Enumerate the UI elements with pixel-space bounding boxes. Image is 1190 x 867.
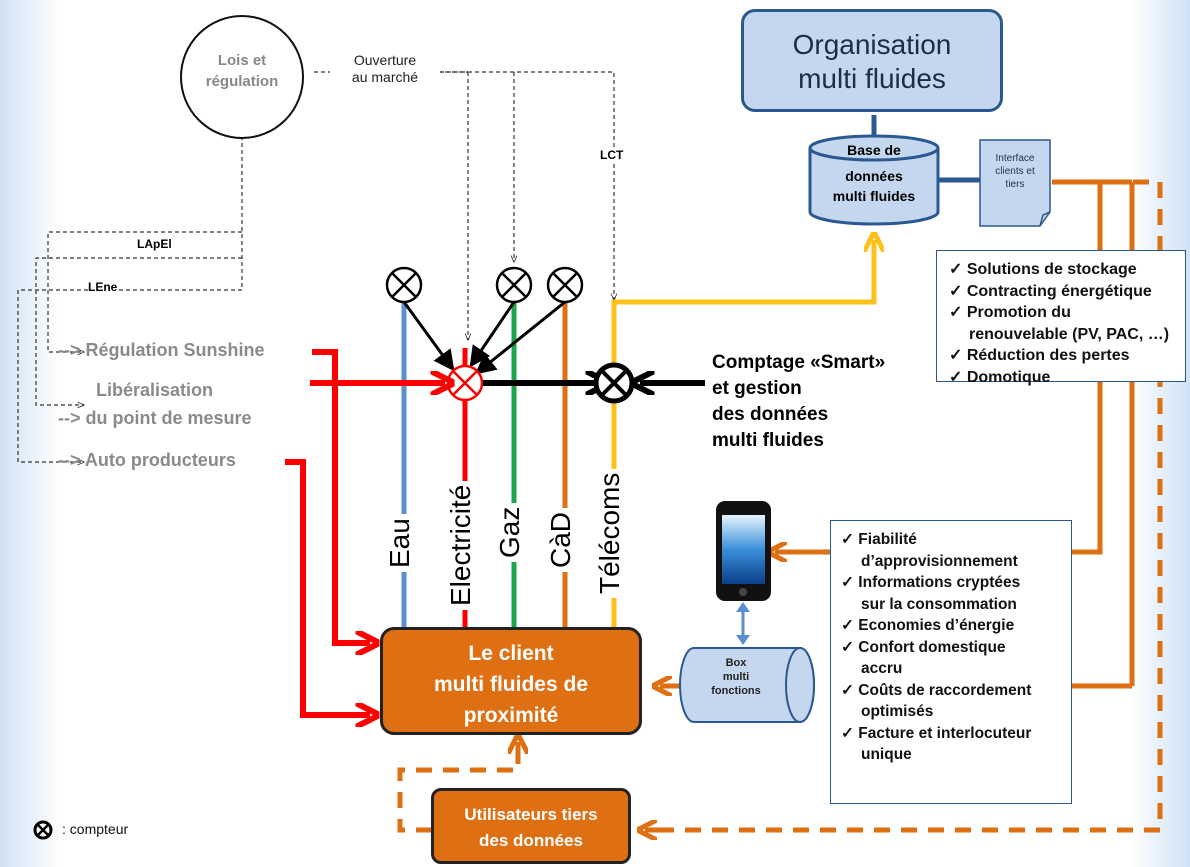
benefit-item: ✓ Coûts de raccordement [841, 681, 1032, 699]
benefit-item: ✓ Fiabilité [841, 531, 917, 548]
interface-line1: Interface [995, 153, 1035, 164]
organisation-line2: multi fluides [798, 63, 946, 94]
lois-line2: régulation [205, 73, 279, 90]
regulation-sunshine: --> Régulation Sunshine [58, 340, 265, 360]
benefit-item: sur la consommation [861, 595, 1017, 613]
lene-label: LEne [88, 280, 118, 294]
fluid-label-gaz: Gaz [494, 502, 526, 562]
services-list: ✓ Solutions de stockage ✓ Contracting én… [936, 250, 1186, 386]
box-line3: fonctions [711, 685, 761, 697]
box-multifonctions: Box multi fonctions [690, 656, 782, 698]
auto-producteurs: --> Auto producteurs [58, 450, 236, 470]
comptage-line4: multi fluides [712, 430, 824, 451]
interface-document: Interface clients et tiers [982, 152, 1048, 191]
database-label: Base de données multi fluides [812, 140, 936, 206]
service-item: ✓ Solutions de stockage [949, 261, 1137, 278]
organisation-line1: Organisation [792, 29, 952, 60]
fluid-label-telecoms: Télécoms [594, 468, 626, 598]
lct-label: LCT [600, 148, 624, 162]
liberalisation-line1: Libéralisation [96, 380, 214, 400]
interface-line3: tiers [1005, 179, 1025, 190]
lapel-label: LApEl [137, 237, 172, 251]
comptage-smart-label: Comptage «Smart» et gestion des données … [712, 350, 885, 454]
liberalisation-line2: --> du point de mesure [58, 408, 252, 428]
tiers-line2: des données [479, 831, 583, 850]
ouverture-line1: Ouverture [353, 52, 417, 68]
service-item: ✓ Domotique [949, 368, 1051, 386]
comptage-line1: Comptage «Smart» [712, 352, 886, 373]
database-line2: données [845, 168, 903, 184]
fluid-label-electricite: Electricité [445, 480, 477, 610]
ouverture-line2: au marché [351, 69, 419, 85]
service-item: ✓ Contracting énergétique [949, 282, 1152, 300]
client-line1: Le client [468, 642, 554, 665]
legend-text: : compteur [62, 821, 129, 837]
legend-compteur: : compteur [62, 821, 128, 837]
service-item: ✓ Promotion du [949, 304, 1071, 321]
box-line1: Box [725, 657, 747, 669]
fluid-label-cad: CàD [545, 507, 577, 572]
client-line2: multi fluides de [433, 673, 588, 696]
box-line2: multi [722, 671, 750, 683]
benefit-item: unique [861, 746, 912, 763]
organisation-box: Organisation multi fluides [741, 9, 1003, 112]
comptage-line3: des données [712, 404, 829, 425]
utilisateurs-tiers-box: Utilisateurs tiers des données [431, 788, 631, 864]
database-line1: Base de [847, 142, 901, 158]
tiers-line1: Utilisateurs tiers [464, 805, 598, 824]
service-item: renouvelable (PV, PAC, …) [969, 325, 1170, 343]
lois-line1: Lois et [217, 52, 267, 69]
benefit-item: ✓ Facture et interlocuteur [841, 724, 1032, 742]
database-line3: multi fluides [832, 188, 916, 204]
interface-line2: clients et [995, 166, 1035, 177]
service-item: ✓ Réduction des pertes [949, 347, 1130, 364]
client-line3: proximité [463, 704, 559, 727]
benefit-item: ✓ Informations cryptées [841, 574, 1021, 591]
benefits-list: ✓ Fiabilité d’approvisionnement ✓ Inform… [830, 520, 1072, 804]
comptage-line2: et gestion [712, 378, 802, 399]
benefit-item: d’approvisionnement [861, 552, 1018, 570]
fluid-label-eau: Eau [384, 514, 416, 572]
benefit-item: optimisés [861, 703, 934, 720]
lois-regulation-circle: Lois et régulation [182, 50, 302, 92]
client-box: Le client multi fluides de proximité [380, 627, 642, 735]
benefit-item: accru [861, 660, 903, 677]
benefit-item: ✓ Economies d’énergie [841, 617, 1015, 634]
benefit-item: ✓ Confort domestique [841, 638, 1006, 656]
ouverture-label: Ouverture au marché [330, 52, 440, 86]
